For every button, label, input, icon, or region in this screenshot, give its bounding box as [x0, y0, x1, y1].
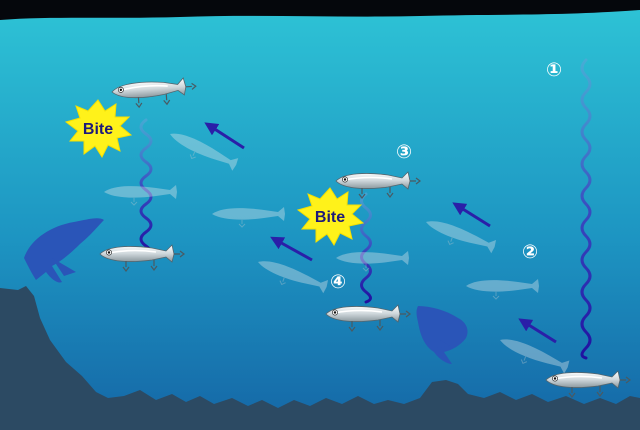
fish-silhouette-right	[416, 306, 468, 364]
step-marker-1: ①	[546, 59, 562, 81]
bite-burst-left: Bite	[65, 99, 132, 158]
direction-arrow	[518, 318, 557, 344]
step-marker-4: ④	[330, 271, 346, 293]
bite-label: Bite	[83, 121, 113, 138]
surface-band	[0, 0, 640, 20]
direction-arrow	[452, 202, 491, 228]
fishing-line-right	[580, 58, 592, 360]
fishing-line-middle	[360, 192, 372, 304]
step-marker-3: ③	[396, 141, 412, 163]
fish-silhouette-left	[24, 218, 104, 283]
seabed	[0, 286, 640, 430]
bite-burst-middle: Bite	[297, 187, 364, 246]
direction-arrow	[270, 236, 313, 262]
step-marker-2: ②	[522, 241, 538, 263]
direction-arrow	[204, 122, 245, 150]
bite-label: Bite	[315, 209, 345, 226]
